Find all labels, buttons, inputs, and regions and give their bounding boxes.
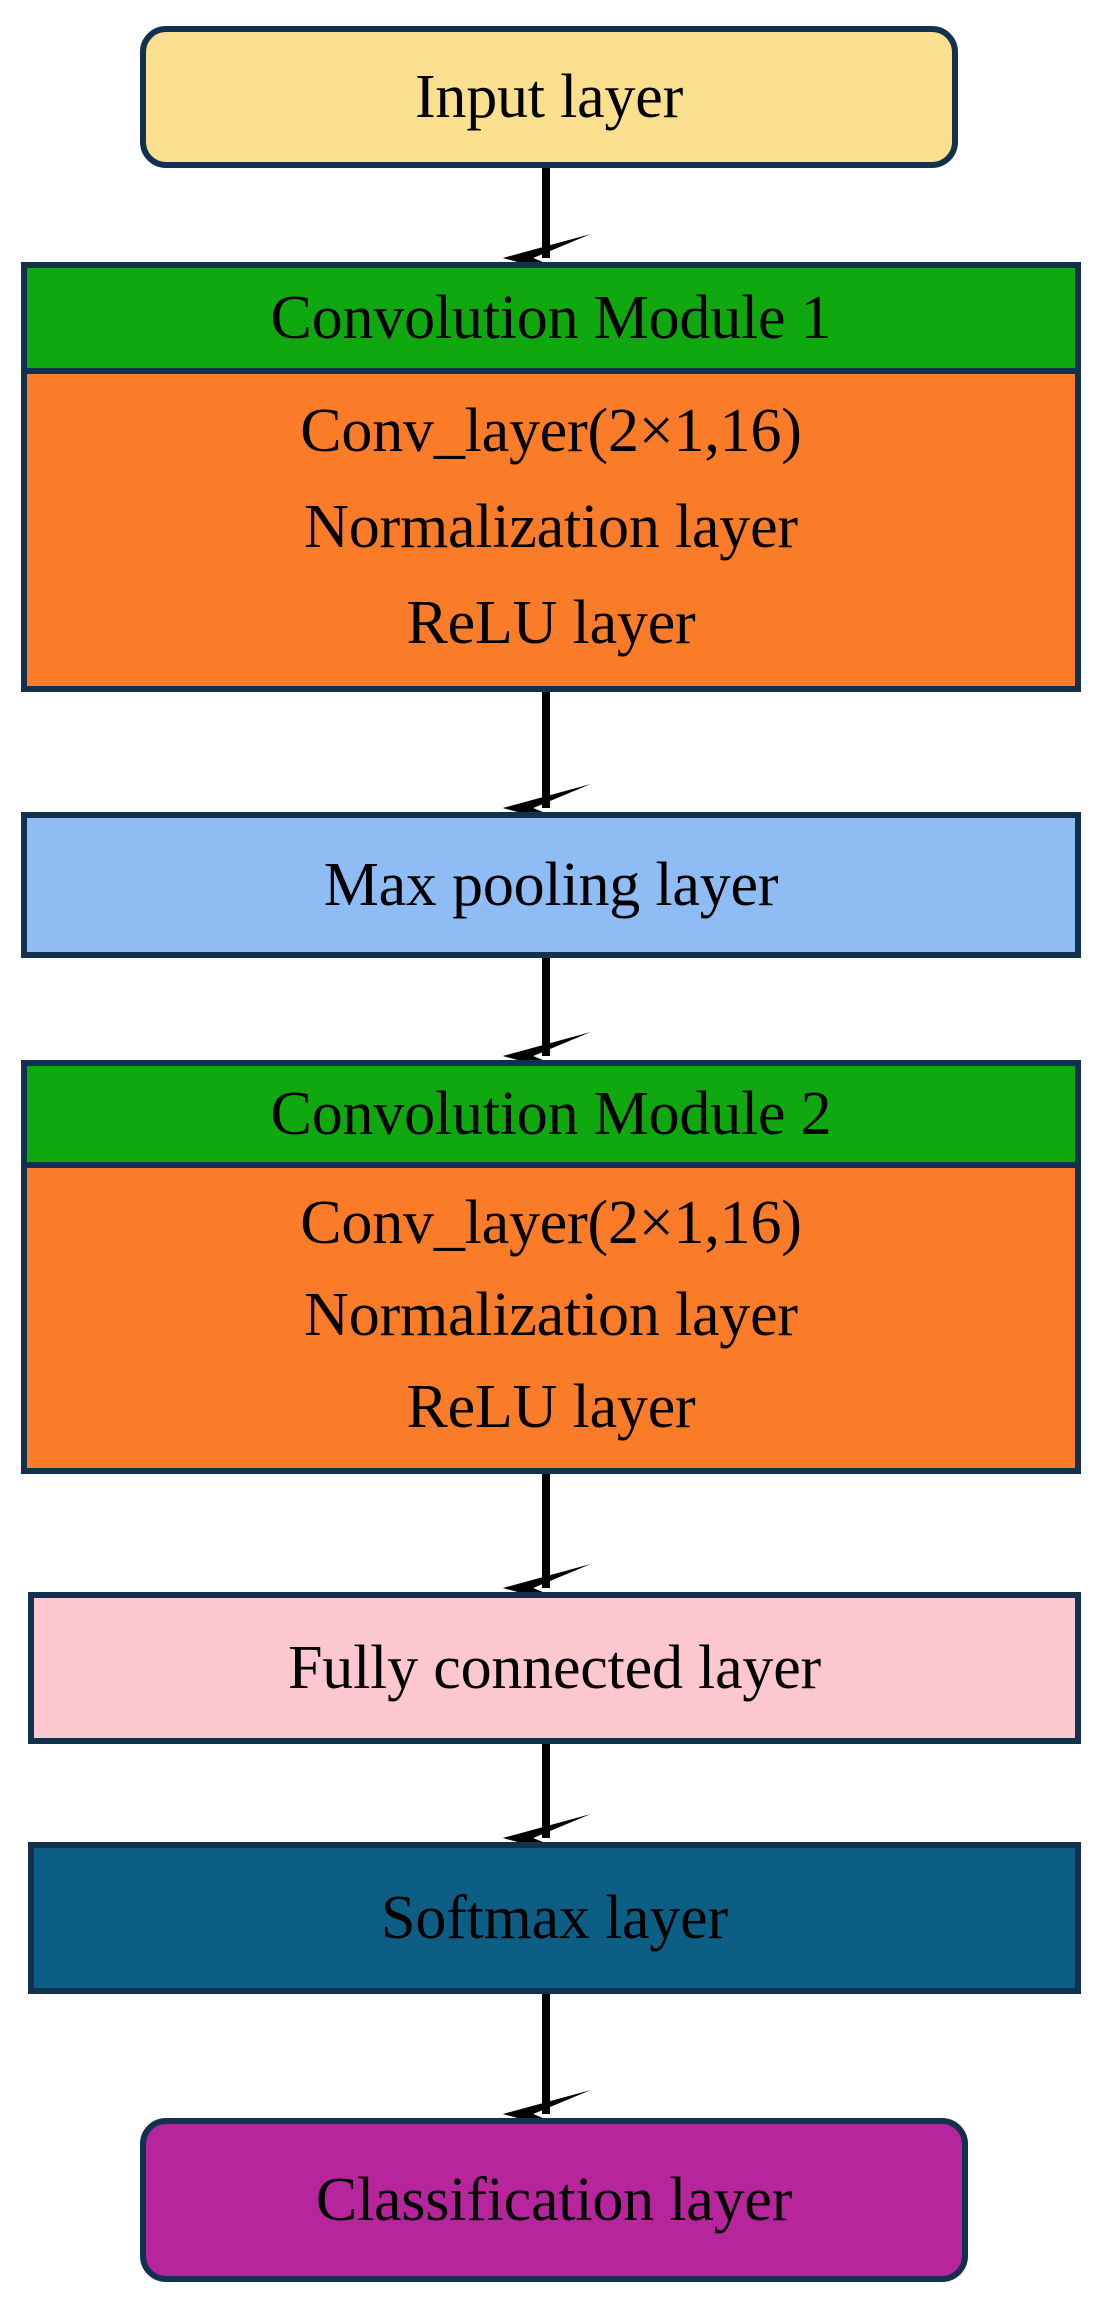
conv2-line-conv-layer: Conv_layer(2×1,16) — [300, 1189, 802, 1258]
conv1-line-conv-layer: Conv_layer(2×1,16) — [300, 397, 802, 466]
node-max-pooling-layer: Max pooling layer — [21, 812, 1081, 958]
node-softmax-layer: Softmax layer — [28, 1842, 1081, 1994]
node-softmax-layer-label: Softmax layer — [381, 1883, 728, 1952]
convolution-module-1-header: Convolution Module 1 — [27, 268, 1075, 374]
conv2-line-relu-layer: ReLU layer — [406, 1373, 696, 1442]
node-classification-layer: Classification layer — [140, 2118, 968, 2282]
node-input-layer: Input layer — [140, 26, 958, 168]
node-fully-connected-layer-label: Fully connected layer — [288, 1633, 821, 1702]
node-input-layer-label: Input layer — [414, 62, 684, 131]
convolution-module-2-header: Convolution Module 2 — [27, 1066, 1075, 1168]
node-fully-connected-layer: Fully connected layer — [28, 1592, 1081, 1744]
node-classification-layer-label: Classification layer — [315, 2165, 793, 2234]
node-convolution-module-1: Convolution Module 1 Conv_layer(2×1,16) … — [21, 262, 1081, 692]
convolution-module-2-body: Conv_layer(2×1,16) Normalization layer R… — [27, 1168, 1075, 1468]
node-max-pooling-layer-label: Max pooling layer — [323, 850, 779, 919]
node-convolution-module-2: Convolution Module 2 Conv_layer(2×1,16) … — [21, 1060, 1081, 1474]
conv2-line-normalization-layer: Normalization layer — [304, 1281, 798, 1350]
conv1-line-relu-layer: ReLU layer — [406, 589, 696, 658]
convolution-module-1-body: Conv_layer(2×1,16) Normalization layer R… — [27, 374, 1075, 686]
conv1-line-normalization-layer: Normalization layer — [304, 493, 798, 562]
